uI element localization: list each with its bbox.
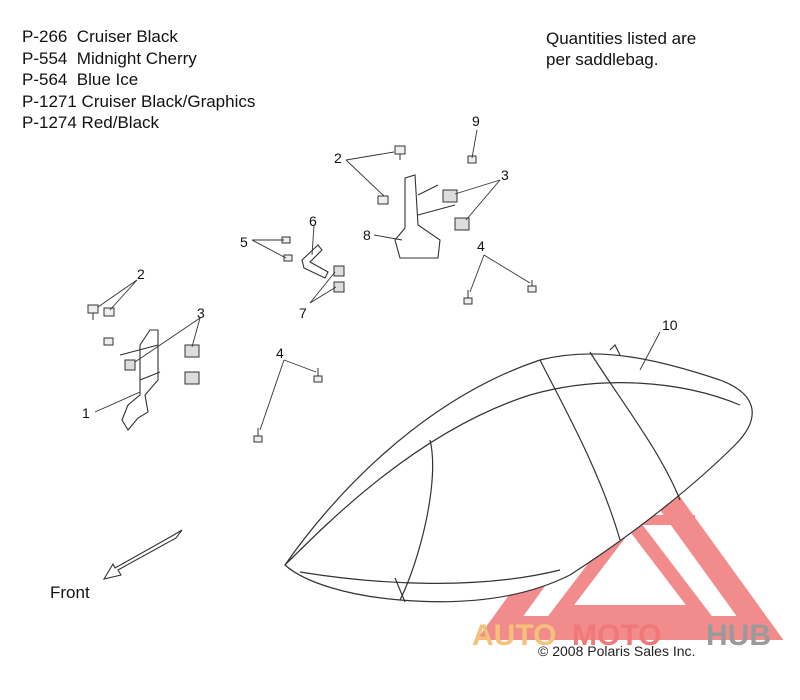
watermark-moto: MOTO bbox=[572, 619, 661, 652]
strap-part-6 bbox=[301, 244, 329, 279]
callout-2: 2 bbox=[137, 266, 145, 282]
screw-part-4 bbox=[527, 280, 537, 293]
bolt-part-2 bbox=[377, 195, 389, 205]
callout-4: 4 bbox=[477, 238, 485, 254]
note-line: per saddlebag. bbox=[546, 50, 659, 69]
bracket-part-8 bbox=[394, 174, 456, 259]
bolt-part-2 bbox=[87, 304, 99, 320]
screw-part-4 bbox=[253, 428, 263, 443]
callout-4: 4 bbox=[276, 345, 284, 361]
variant-line: P-564 Blue Ice bbox=[22, 70, 139, 89]
fastener-parts bbox=[87, 145, 537, 443]
watermark-triangle-inner bbox=[545, 508, 715, 619]
callout-7: 7 bbox=[299, 305, 307, 321]
watermark-hub: HUB bbox=[706, 619, 771, 652]
callout-1: 1 bbox=[82, 405, 90, 421]
callout-5: 5 bbox=[240, 234, 248, 250]
clip-parts bbox=[124, 189, 470, 385]
callout-6: 6 bbox=[309, 213, 317, 229]
variant-line: P-554 Midnight Cherry bbox=[22, 48, 197, 68]
saddlebag-part-10 bbox=[284, 343, 753, 603]
bracket-part-1 bbox=[119, 329, 161, 431]
screw-part-1 bbox=[103, 337, 114, 346]
watermark-wordmark: AUTO MOTO HUB bbox=[472, 619, 771, 652]
screw-part-5 bbox=[281, 236, 293, 262]
bolt-part-2 bbox=[103, 307, 115, 317]
screw-part-4 bbox=[313, 368, 323, 383]
callout-3: 3 bbox=[197, 305, 205, 321]
callout-2: 2 bbox=[334, 150, 342, 166]
variant-line: P-1274 Red/Black bbox=[22, 113, 160, 132]
bolt-part-2 bbox=[394, 145, 406, 160]
variant-line: P-266 Cruiser Black bbox=[22, 27, 178, 46]
leader-lines bbox=[94, 129, 661, 431]
watermark-auto: AUTO bbox=[472, 619, 556, 652]
callout-9: 9 bbox=[472, 113, 480, 129]
variant-line: P-1271 Cruiser Black/Graphics bbox=[22, 91, 256, 111]
variant-list: P-266 Cruiser Black P-554 Midnight Cherr… bbox=[22, 26, 255, 134]
callout-3: 3 bbox=[501, 167, 509, 183]
note-line: Quantities listed are bbox=[546, 29, 697, 48]
front-label: Front bbox=[50, 583, 90, 602]
callout-10: 10 bbox=[662, 317, 678, 333]
copyright-notice: © 2008 Polaris Sales Inc. bbox=[538, 643, 696, 659]
quantity-note: Quantities listed are per saddlebag. bbox=[546, 28, 696, 70]
front-arrow bbox=[102, 529, 183, 580]
screw-part-4 bbox=[463, 290, 473, 305]
callout-8: 8 bbox=[363, 227, 371, 243]
